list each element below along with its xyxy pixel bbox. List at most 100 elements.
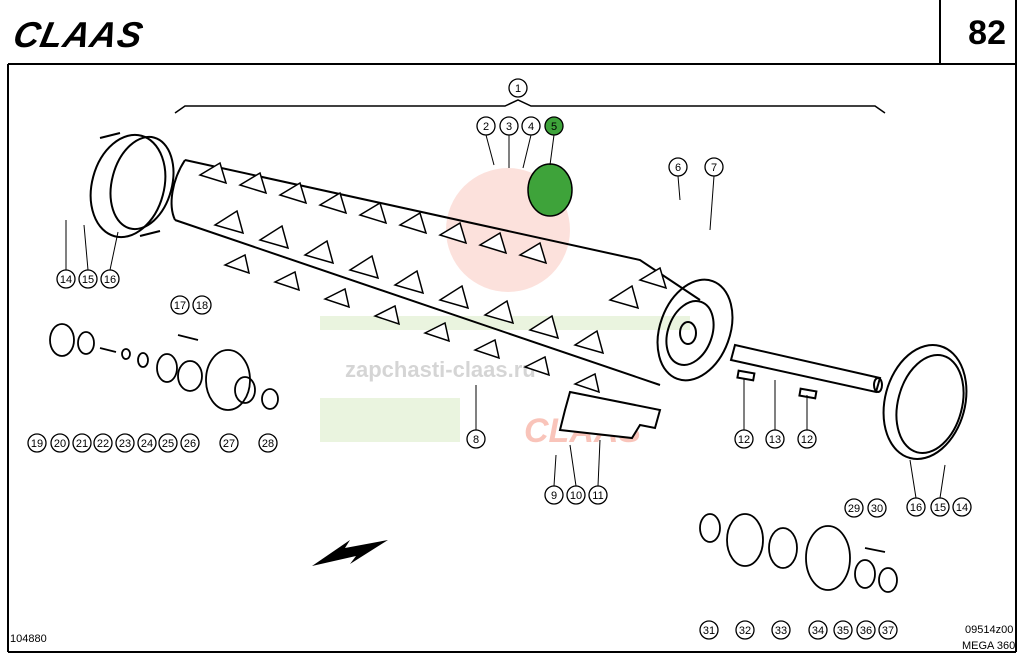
callout-circle[interactable] bbox=[50, 433, 70, 453]
callout-30[interactable]: 30 bbox=[867, 498, 887, 518]
callout-circle[interactable] bbox=[704, 157, 724, 177]
callout-34[interactable]: 34 bbox=[808, 620, 828, 640]
callout-label: 15 bbox=[934, 502, 946, 514]
callout-circle[interactable] bbox=[808, 620, 828, 640]
callout-1[interactable]: 1 bbox=[508, 78, 528, 98]
callout-37[interactable]: 37 bbox=[878, 620, 898, 640]
callout-label: 8 bbox=[473, 434, 479, 446]
callout-circle[interactable] bbox=[219, 433, 239, 453]
callout-circle[interactable] bbox=[27, 433, 47, 453]
callout-circle[interactable] bbox=[93, 433, 113, 453]
callout-32[interactable]: 32 bbox=[735, 620, 755, 640]
callout-6[interactable]: 6 bbox=[668, 157, 688, 177]
callout-circle[interactable] bbox=[588, 485, 608, 505]
callout-circle[interactable] bbox=[867, 498, 887, 518]
callout-circle[interactable] bbox=[668, 157, 688, 177]
callout-15[interactable]: 15 bbox=[930, 497, 950, 517]
callout-circle[interactable] bbox=[833, 620, 853, 640]
callout-circle[interactable] bbox=[72, 433, 92, 453]
callout-24[interactable]: 24 bbox=[137, 433, 157, 453]
callout-circle[interactable] bbox=[797, 429, 817, 449]
callout-circle[interactable] bbox=[192, 295, 212, 315]
callout-33[interactable]: 33 bbox=[771, 620, 791, 640]
callout-35[interactable]: 35 bbox=[833, 620, 853, 640]
callout-label: 16 bbox=[104, 274, 116, 286]
callout-28[interactable]: 28 bbox=[258, 433, 278, 453]
callout-16[interactable]: 16 bbox=[100, 269, 120, 289]
callout-12[interactable]: 12 bbox=[797, 429, 817, 449]
callout-label: 3 bbox=[506, 121, 512, 133]
callout-circle[interactable] bbox=[499, 116, 519, 136]
callout-circle[interactable] bbox=[521, 116, 541, 136]
callout-25[interactable]: 25 bbox=[158, 433, 178, 453]
callout-circle[interactable] bbox=[508, 78, 528, 98]
callout-circle[interactable] bbox=[466, 429, 486, 449]
callout-circle[interactable] bbox=[56, 269, 76, 289]
callout-label: 13 bbox=[769, 434, 781, 446]
callout-circle[interactable] bbox=[856, 620, 876, 640]
callout-circle[interactable] bbox=[115, 433, 135, 453]
callout-8[interactable]: 8 bbox=[466, 429, 486, 449]
callout-7[interactable]: 7 bbox=[704, 157, 724, 177]
callout-21[interactable]: 21 bbox=[72, 433, 92, 453]
highlighted-cover-plate[interactable] bbox=[527, 163, 573, 217]
callout-circle[interactable] bbox=[930, 497, 950, 517]
callout-31[interactable]: 31 bbox=[699, 620, 719, 640]
drum-ring-left bbox=[89, 132, 175, 239]
callout-20[interactable]: 20 bbox=[50, 433, 70, 453]
callout-circle[interactable] bbox=[170, 295, 190, 315]
callout-circle[interactable] bbox=[258, 433, 278, 453]
callout-26[interactable]: 26 bbox=[180, 433, 200, 453]
callout-circle[interactable] bbox=[544, 116, 564, 136]
callout-label: 4 bbox=[528, 121, 534, 133]
callout-circle[interactable] bbox=[878, 620, 898, 640]
callout-12[interactable]: 12 bbox=[734, 429, 754, 449]
callout-circle[interactable] bbox=[158, 433, 178, 453]
callout-4[interactable]: 4 bbox=[521, 116, 541, 136]
callout-label: 5 bbox=[551, 121, 557, 133]
callout-label: 27 bbox=[223, 438, 235, 450]
callout-label: 16 bbox=[910, 502, 922, 514]
callout-5[interactable]: 5 bbox=[544, 116, 564, 136]
callout-circle[interactable] bbox=[476, 116, 496, 136]
callout-circle[interactable] bbox=[180, 433, 200, 453]
callout-label: 14 bbox=[60, 274, 72, 286]
callout-circle[interactable] bbox=[544, 485, 564, 505]
callout-circle[interactable] bbox=[735, 620, 755, 640]
callout-15[interactable]: 15 bbox=[78, 269, 98, 289]
callout-14[interactable]: 14 bbox=[56, 269, 76, 289]
callout-9[interactable]: 9 bbox=[544, 485, 564, 505]
callout-23[interactable]: 23 bbox=[115, 433, 135, 453]
page-frame bbox=[7, 0, 1017, 653]
callout-circle[interactable] bbox=[765, 429, 785, 449]
callout-2[interactable]: 2 bbox=[476, 116, 496, 136]
callout-circle[interactable] bbox=[906, 497, 926, 517]
callout-18[interactable]: 18 bbox=[192, 295, 212, 315]
callout-circle[interactable] bbox=[952, 497, 972, 517]
right-bearing-assembly bbox=[699, 513, 898, 593]
callout-circle[interactable] bbox=[137, 433, 157, 453]
callout-circle[interactable] bbox=[699, 620, 719, 640]
callout-17[interactable]: 17 bbox=[170, 295, 190, 315]
callout-36[interactable]: 36 bbox=[856, 620, 876, 640]
callout-circle[interactable] bbox=[100, 269, 120, 289]
callout-label: 22 bbox=[97, 438, 109, 450]
callout-circle[interactable] bbox=[844, 498, 864, 518]
callout-circle[interactable] bbox=[771, 620, 791, 640]
callout-22[interactable]: 22 bbox=[93, 433, 113, 453]
callout-14[interactable]: 14 bbox=[952, 497, 972, 517]
callout-3[interactable]: 3 bbox=[499, 116, 519, 136]
callout-label: 9 bbox=[551, 490, 557, 502]
callout-13[interactable]: 13 bbox=[765, 429, 785, 449]
callout-circle[interactable] bbox=[734, 429, 754, 449]
callout-16[interactable]: 16 bbox=[906, 497, 926, 517]
callout-29[interactable]: 29 bbox=[844, 498, 864, 518]
callout-27[interactable]: 27 bbox=[219, 433, 239, 453]
callout-19[interactable]: 19 bbox=[27, 433, 47, 453]
callout-10[interactable]: 10 bbox=[566, 485, 586, 505]
callout-11[interactable]: 11 bbox=[588, 485, 608, 505]
callout-circle[interactable] bbox=[78, 269, 98, 289]
callout-label: 37 bbox=[882, 625, 894, 637]
callout-circle[interactable] bbox=[566, 485, 586, 505]
scraper-plate bbox=[558, 390, 662, 440]
